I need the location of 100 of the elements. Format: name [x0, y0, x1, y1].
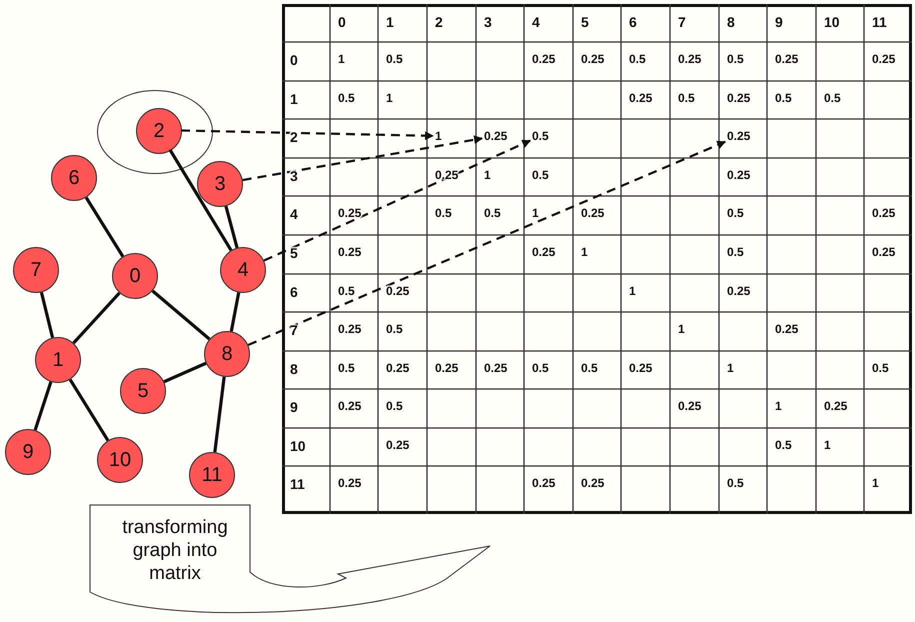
cell-value: 1 [775, 399, 782, 413]
cell-value: 0.5 [386, 322, 403, 336]
column-header: 9 [775, 14, 783, 30]
graph-edge [213, 376, 226, 452]
graph-node: 10 [97, 437, 143, 483]
cell-value: 0.25 [678, 399, 702, 413]
column-header: 4 [532, 14, 540, 30]
cell-value: 0.25 [386, 361, 410, 375]
cell-value: 0.25 [727, 168, 750, 182]
cell-value: 0.5 [386, 399, 403, 413]
cell-value: 0.5 [775, 438, 792, 452]
cell-value: 0.5 [484, 206, 501, 220]
cell-value: 0.5 [338, 284, 355, 298]
dashed-arrow [264, 140, 531, 262]
row-header: 9 [290, 399, 298, 415]
cell-value: 0.25 [727, 284, 750, 298]
dashed-arrow [180, 129, 434, 140]
column-header: 2 [435, 14, 443, 30]
graph-node: 8 [204, 331, 250, 377]
cell-value: 0.25 [338, 399, 362, 413]
cell-value: 1 [484, 168, 491, 182]
column-header: 5 [581, 14, 589, 30]
cell-value: 0.5 [386, 52, 403, 66]
graph-node: 2 [136, 108, 182, 154]
row-header: 4 [290, 206, 298, 222]
cell-value: 0.25 [872, 206, 896, 220]
cell-value: 0.25 [386, 284, 410, 298]
column-header: 11 [872, 14, 887, 30]
column-header: 0 [338, 14, 346, 30]
shape-text: transforming graph into matrix [121, 516, 229, 585]
cell-value: 1 [629, 284, 636, 298]
cell-value: 0.5 [727, 245, 744, 259]
cell-value: 1 [678, 322, 685, 336]
row-header: 8 [290, 361, 298, 377]
graph-node: 1 [35, 337, 81, 383]
cell-value: 0.25 [532, 52, 556, 66]
graph-node: 6 [51, 155, 97, 201]
cell-value: 0.25 [338, 206, 362, 220]
cell-value: 1 [435, 129, 442, 143]
graph-edge [163, 362, 207, 384]
graph-node: 4 [220, 247, 266, 293]
cell-value: 0.5 [824, 91, 841, 105]
cell-value: 1 [581, 245, 588, 259]
row-header: 10 [290, 438, 306, 454]
cell-value: 0.5 [338, 361, 355, 375]
cell-value: 1 [727, 361, 734, 375]
cell-value: 0.5 [775, 91, 792, 105]
graph-edge [224, 206, 239, 248]
graph-edge [230, 292, 240, 332]
column-header: 3 [484, 14, 492, 30]
cell-value: 0.25 [338, 476, 362, 490]
graph-edge [34, 381, 52, 431]
cell-value: 0.25 [727, 129, 750, 143]
column-header: 6 [629, 14, 637, 30]
graph-edge [40, 292, 54, 338]
cell-value: 0.5 [532, 129, 549, 143]
row-header: 6 [290, 284, 298, 300]
cell-value: 1 [532, 206, 539, 220]
graph-node: 11 [189, 452, 235, 498]
row-header: 1 [290, 91, 298, 107]
cell-value: 0.25 [581, 476, 604, 490]
cell-value: 0.5 [338, 91, 355, 105]
graph-edge [152, 290, 210, 340]
cell-value: 0.25 [532, 476, 556, 490]
cell-value: 1 [824, 438, 831, 452]
cell-value: 0.5 [629, 52, 646, 66]
dashed-arrow [242, 135, 483, 182]
cell-value: 1 [338, 52, 345, 66]
row-header: 11 [290, 476, 305, 492]
graph-node: 3 [197, 161, 243, 207]
cell-value: 0.5 [581, 361, 598, 375]
cell-value: 0.25 [775, 322, 798, 336]
cell-value: 0.25 [775, 52, 798, 66]
cell-value: 0.5 [678, 91, 695, 105]
cell-value: 0.25 [532, 245, 556, 259]
dashed-arrow [248, 140, 726, 346]
cell-value: 0.25 [678, 52, 702, 66]
cell-value: 1 [872, 476, 879, 490]
cell-value: 0.25 [872, 52, 896, 66]
graph-edge [72, 292, 121, 344]
graph-node: 7 [13, 247, 59, 293]
cell-value: 0.25 [872, 245, 896, 259]
cell-value: 0.5 [872, 361, 889, 375]
graph-edge [68, 378, 110, 442]
cell-value: 0.25 [338, 322, 362, 336]
cell-value: 0.25 [824, 399, 848, 413]
cell-value: 0.25 [629, 91, 652, 105]
graph-node: 9 [5, 429, 51, 475]
column-header: 1 [386, 14, 394, 30]
column-header: 7 [678, 14, 686, 30]
graph-edge [168, 148, 232, 252]
cell-value: 0.5 [727, 52, 744, 66]
cell-value: 0.25 [727, 91, 750, 105]
cell-value: 0.5 [435, 206, 452, 220]
selection-ellipse [97, 90, 213, 174]
cell-value: 0.5 [532, 361, 549, 375]
row-header: 5 [290, 245, 298, 261]
cell-value: 0.25 [581, 52, 604, 66]
graph-edge [84, 196, 124, 258]
column-header: 8 [727, 14, 735, 30]
